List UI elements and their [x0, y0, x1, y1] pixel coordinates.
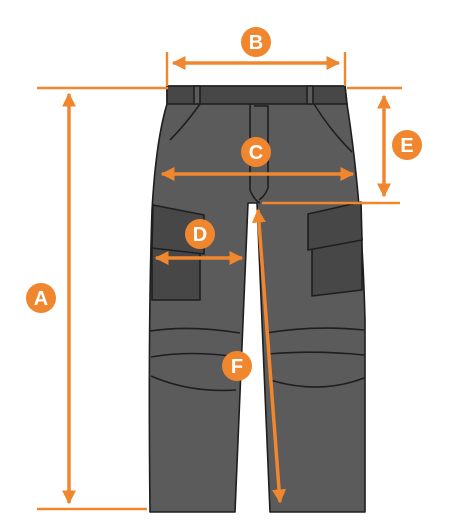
badge-c-label: C: [249, 142, 263, 164]
pants-body: [148, 85, 366, 513]
badge-b: B: [241, 27, 271, 57]
badge-e-label: E: [400, 135, 413, 157]
badge-a-label: A: [34, 288, 48, 310]
knee-seam-left: [149, 327, 241, 334]
badge-d: D: [185, 219, 215, 249]
front-pocket-right: [313, 103, 353, 153]
fly-seam: [249, 104, 261, 204]
waistband: [166, 85, 348, 105]
fly-flap: [254, 105, 269, 201]
badge-e: E: [392, 130, 422, 160]
cargo-flap-right: [307, 201, 363, 251]
pants-illustration: [148, 85, 366, 513]
measurement-guides: [37, 52, 402, 511]
front-pocket-left: [169, 103, 201, 141]
belt-loop: [193, 85, 201, 105]
badge-d-label: D: [193, 224, 207, 246]
badge-f: F: [222, 351, 252, 381]
badge-b-label: B: [249, 32, 263, 54]
badge-a: A: [26, 283, 56, 313]
belt-loop: [306, 85, 314, 105]
cargo-pocket-left: [151, 245, 201, 301]
knee-seam-left: [150, 375, 237, 392]
badge-c: C: [241, 137, 271, 167]
arrow-f: [251, 208, 287, 504]
badge-f-label: F: [231, 356, 243, 378]
